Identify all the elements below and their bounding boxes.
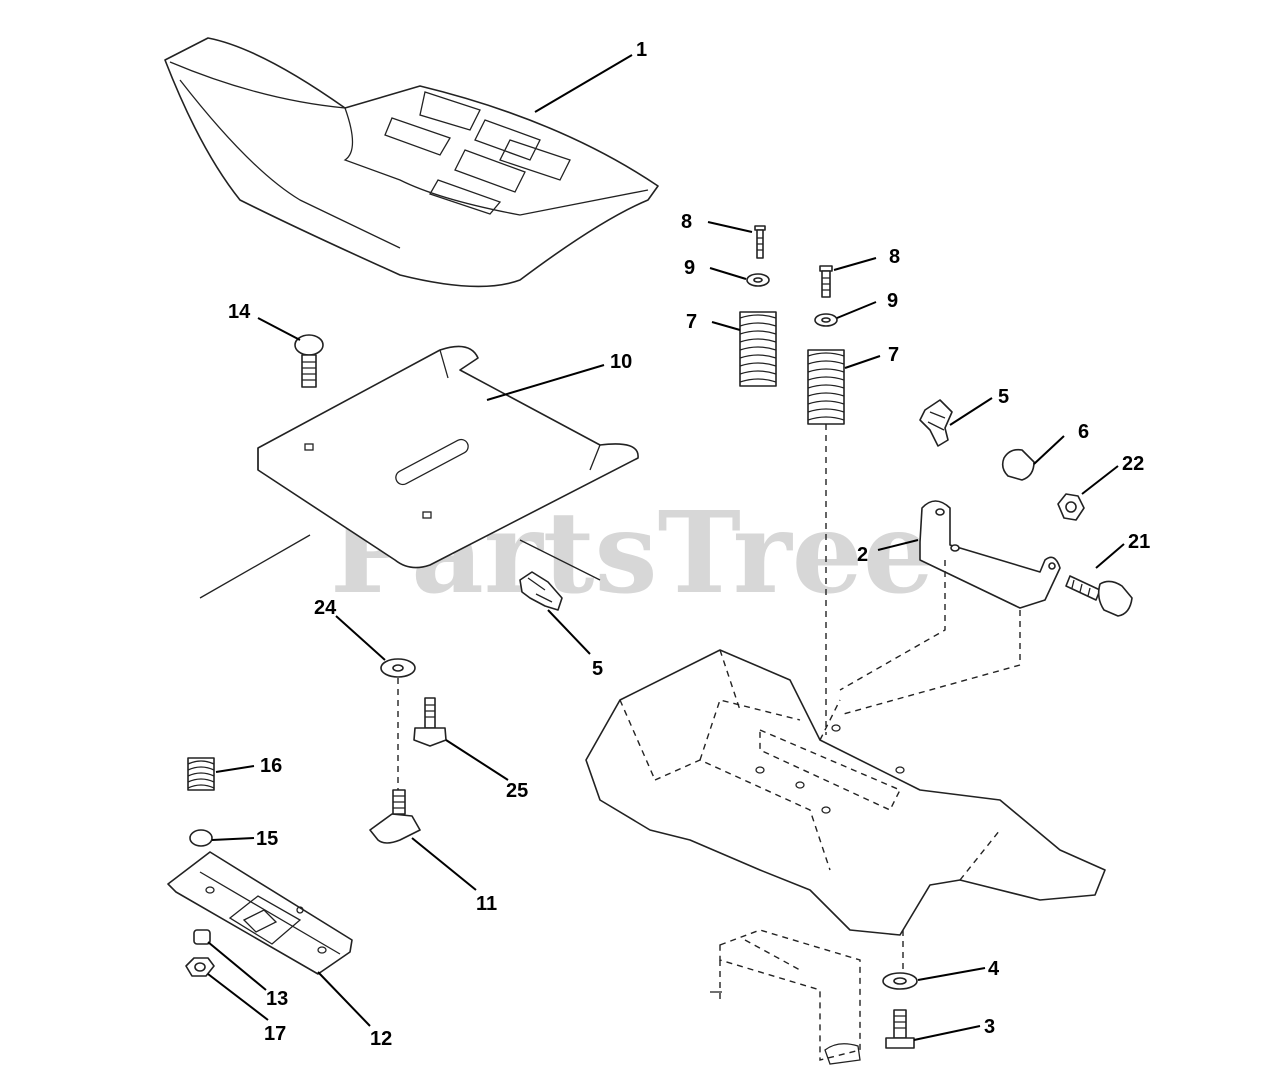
spacer-13[interactable] [193,929,211,945]
adjustment-knob[interactable] [369,789,421,844]
seat-pan[interactable] [199,345,639,599]
seat-mount-frame[interactable] [585,649,1106,936]
callout-washer-right[interactable]: 9 [887,290,898,312]
bolt-25[interactable] [413,697,447,747]
washer-15[interactable] [189,829,213,847]
seat-clip-upper[interactable] [919,399,953,447]
leader-lines [207,54,1125,1041]
slide-rail[interactable] [167,851,353,975]
seat-clip-lower[interactable] [519,571,563,611]
callout-washer-24[interactable]: 24 [314,597,337,619]
callout-clip-lower[interactable]: 5 [592,658,603,680]
nut-17[interactable] [185,957,215,977]
callout-spring-16[interactable]: 16 [260,755,282,777]
washer-right[interactable] [814,313,838,327]
callout-slide-rail[interactable]: 12 [370,1028,392,1050]
callout-seat-pan[interactable]: 10 [610,351,632,373]
callout-flat-washer[interactable]: 4 [988,958,1000,980]
carriage-bolt[interactable] [294,334,324,388]
callout-bolt-left[interactable]: 8 [681,211,692,233]
callout-knob[interactable]: 11 [476,893,497,915]
shoulder-bolt[interactable] [1065,575,1133,617]
flat-washer[interactable] [882,972,918,990]
callout-washer-left[interactable]: 9 [684,257,695,279]
callout-hex-nut[interactable]: 22 [1122,453,1144,475]
callout-shoulder-bolt[interactable]: 21 [1128,531,1150,553]
cap-nut[interactable] [1001,448,1035,481]
seat[interactable] [164,37,659,288]
callout-spring-left[interactable]: 7 [686,311,697,333]
spring-right[interactable] [807,349,845,425]
spring-16[interactable] [187,757,215,791]
hex-bolt[interactable] [885,1009,915,1049]
bracket-dash-lines [839,560,1021,716]
seat-bracket[interactable] [919,500,1061,609]
callout-cap-nut[interactable]: 6 [1078,421,1089,443]
spring-bolt-right[interactable] [819,265,833,298]
callout-nut-17[interactable]: 17 [264,1023,286,1045]
callout-washer-15[interactable]: 15 [256,828,278,850]
callout-numbers: 1 14 10 8 9 7 8 9 7 5 6 22 2 21 5 24 25 … [228,39,1150,1050]
callout-bolt-right[interactable]: 8 [889,246,900,268]
callout-spacer-13[interactable]: 13 [266,988,288,1010]
spring-left[interactable] [739,311,777,387]
hex-nut[interactable] [1057,493,1085,521]
callout-bolt-25[interactable]: 25 [506,780,528,802]
spring-bolt-left[interactable] [754,225,766,259]
callout-clip-upper[interactable]: 5 [998,386,1009,408]
washer-left[interactable] [746,273,770,287]
frame-lower-bracket[interactable] [710,929,861,1065]
washer-24[interactable] [380,658,416,678]
callout-bracket[interactable]: 2 [857,544,868,566]
callout-seat[interactable]: 1 [636,39,647,61]
callout-spring-right[interactable]: 7 [888,344,899,366]
callout-hex-bolt[interactable]: 3 [984,1016,995,1038]
callout-carriage-bolt[interactable]: 14 [228,301,251,323]
